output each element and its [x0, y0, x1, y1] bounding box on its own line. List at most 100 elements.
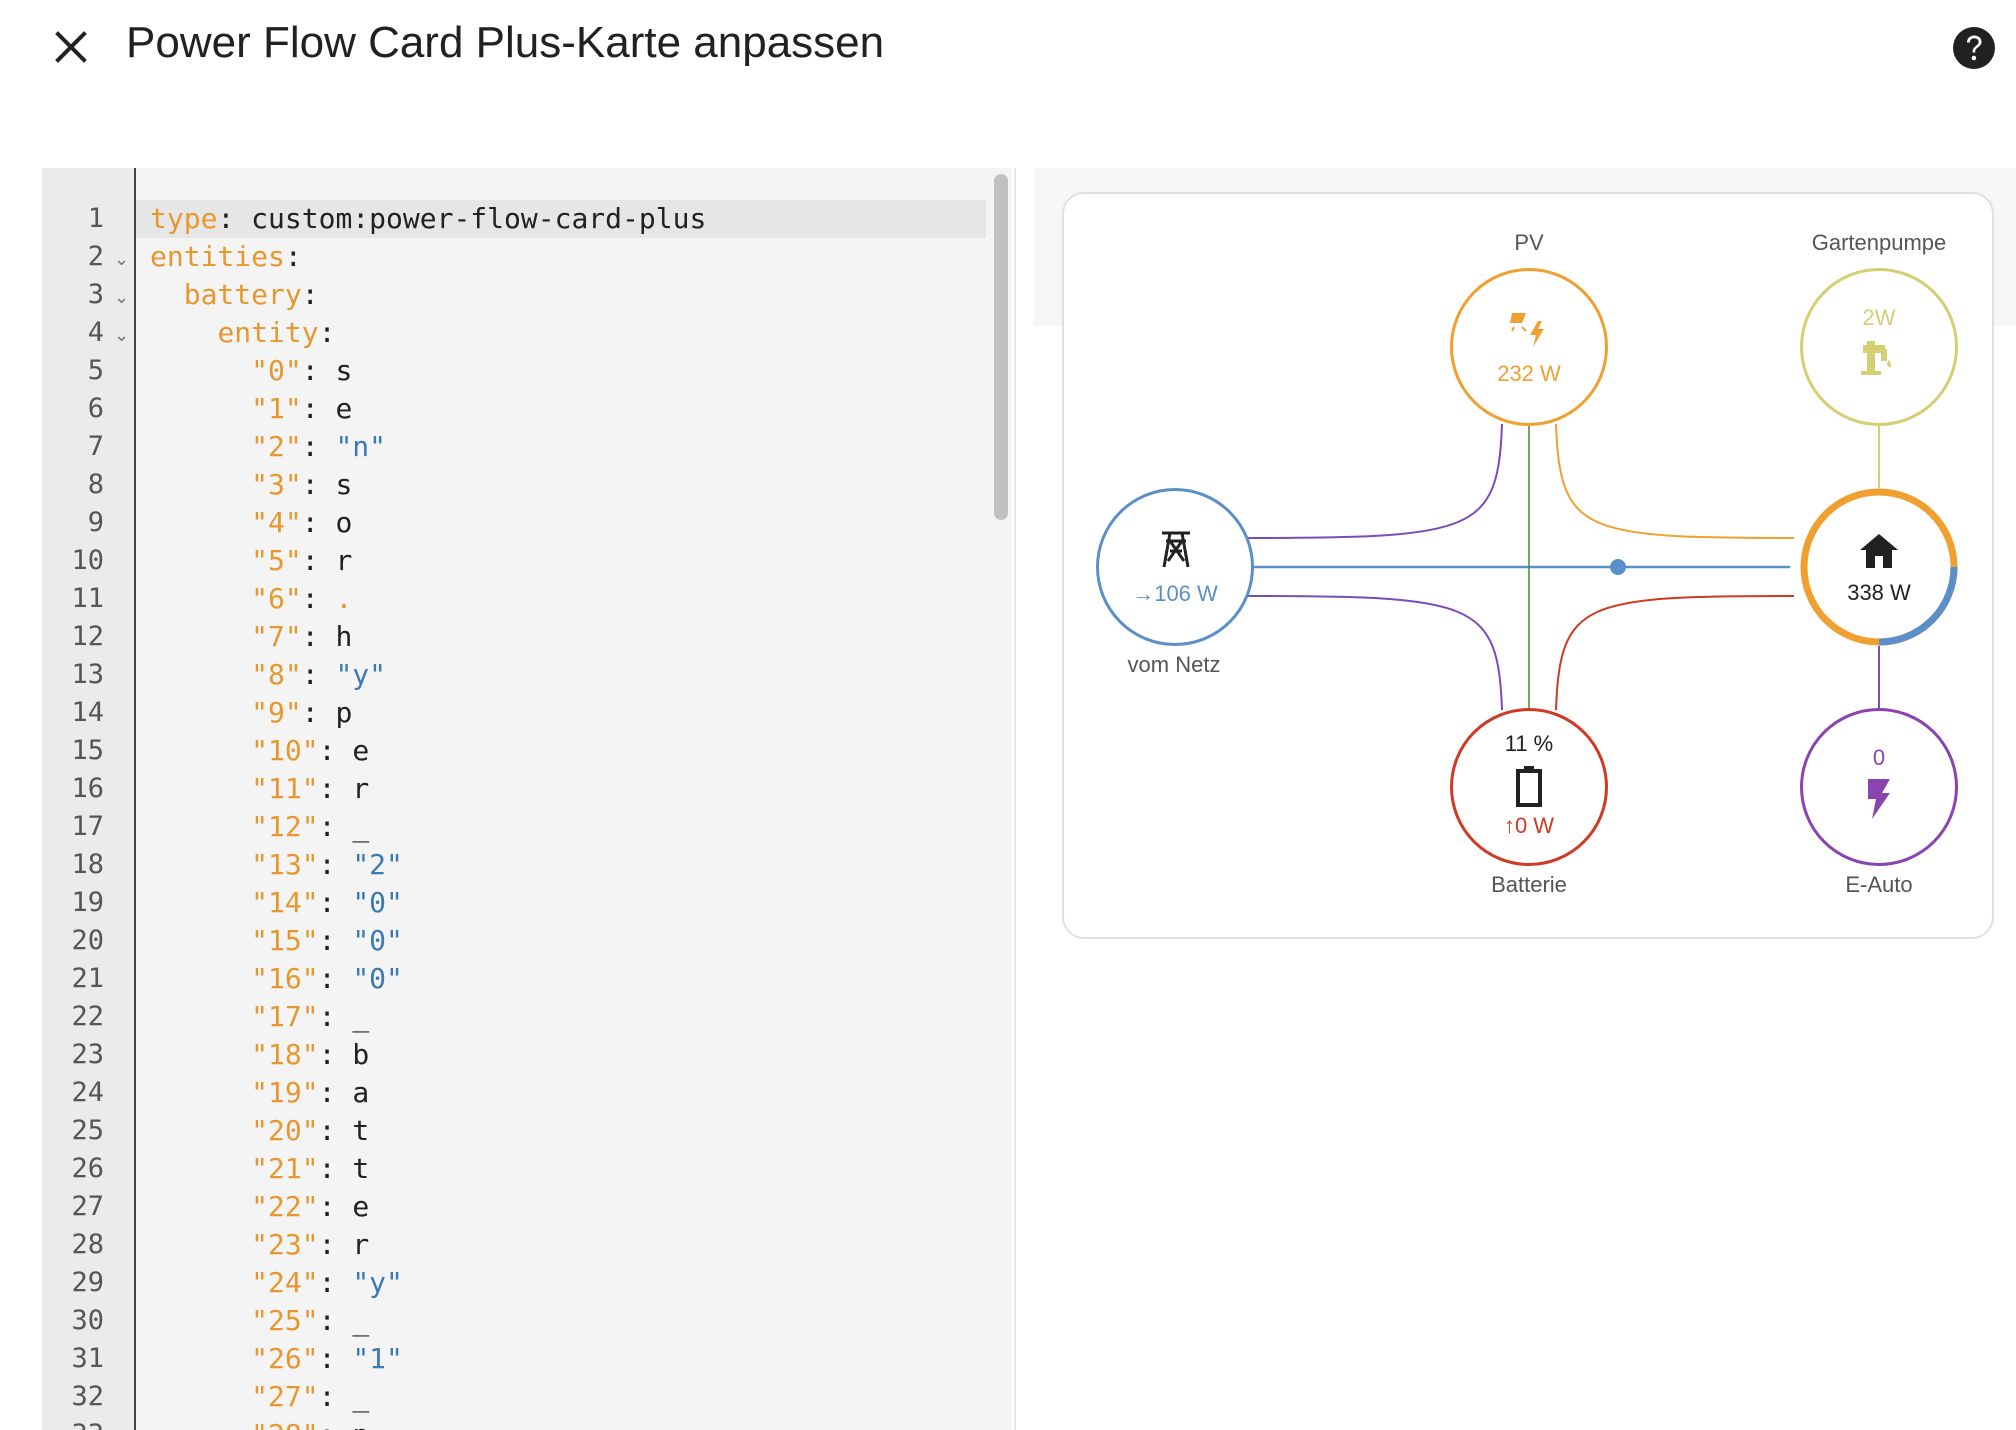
line-number: 1 [87, 203, 104, 234]
code-token [150, 1114, 251, 1147]
line-number: 25 [71, 1115, 104, 1146]
line-number: 29 [71, 1267, 104, 1298]
line-number: 7 [87, 431, 104, 462]
car-label: E-Auto [1845, 872, 1913, 897]
code-line[interactable]: "2": "n" [136, 428, 986, 466]
code-line[interactable]: "3": s [136, 466, 986, 504]
code-token [150, 924, 251, 957]
code-token: _ [352, 1304, 370, 1337]
code-line[interactable]: entities: [136, 238, 986, 276]
code-line[interactable]: "12": _ [136, 808, 986, 846]
code-line[interactable]: "11": r [136, 770, 986, 808]
code-line[interactable]: "16": "0" [136, 960, 986, 998]
battery-node[interactable]: 11 % ↑0 W [1450, 708, 1608, 866]
power-flow-card[interactable]: PV 232 W Gartenpumpe 2W →106 W vom Netz [1062, 192, 1994, 939]
code-line[interactable]: "14": "0" [136, 884, 986, 922]
code-line[interactable]: "18": b [136, 1036, 986, 1074]
code-line[interactable]: "19": a [136, 1074, 986, 1112]
code-token: "y" [335, 658, 387, 691]
line-number: 15 [71, 735, 104, 766]
code-line[interactable]: "21": t [136, 1150, 986, 1188]
code-token: : [318, 1266, 353, 1299]
home-value: 338 W [1847, 580, 1911, 605]
code-token: : [318, 1190, 353, 1223]
code-line[interactable]: "23": r [136, 1226, 986, 1264]
transmission-tower-icon [1162, 531, 1190, 568]
code-token: s [335, 354, 353, 387]
code-line[interactable]: "24": "y" [136, 1264, 986, 1302]
code-token: custom:power-flow-card-plus [251, 202, 707, 235]
line-number: 19 [71, 887, 104, 918]
code-line[interactable]: "4": o [136, 504, 986, 542]
code-token [150, 658, 251, 691]
code-line[interactable]: "10": e [136, 732, 986, 770]
code-token: _ [352, 810, 370, 843]
line-number: 8 [87, 469, 104, 500]
code-token [150, 1342, 251, 1375]
code-token: "1" [251, 392, 302, 425]
code-line[interactable]: "22": e [136, 1188, 986, 1226]
code-line[interactable]: "28": p [136, 1416, 986, 1430]
help-button[interactable] [1950, 24, 1998, 72]
code-line[interactable]: "17": _ [136, 998, 986, 1036]
code-line[interactable]: "20": t [136, 1112, 986, 1150]
code-token: : [318, 1038, 353, 1071]
code-line[interactable]: "15": "0" [136, 922, 986, 960]
code-token [150, 810, 251, 843]
code-token: t [352, 1152, 370, 1185]
code-token [150, 1304, 251, 1337]
line-number: 13 [71, 659, 104, 690]
code-token [150, 620, 251, 653]
code-line[interactable]: "1": e [136, 390, 986, 428]
home-node[interactable]: 338 W [1800, 488, 1958, 646]
code-token [150, 582, 251, 615]
code-line[interactable]: "26": "1" [136, 1340, 986, 1378]
close-button[interactable] [44, 20, 96, 72]
solar-label: PV [1514, 230, 1544, 255]
code-token: : [301, 468, 336, 501]
grid-node[interactable]: →106 W [1096, 488, 1254, 646]
code-token: : [318, 962, 353, 995]
code-line[interactable]: battery: [136, 276, 986, 314]
code-token: o [335, 506, 353, 539]
code-line[interactable]: "0": s [136, 352, 986, 390]
line-number: 3 [87, 279, 104, 310]
pump-node[interactable]: 2W [1800, 268, 1958, 426]
fold-toggle-icon[interactable]: ⌄ [114, 325, 130, 345]
code-token [150, 1266, 251, 1299]
code-line[interactable]: "27": _ [136, 1378, 986, 1416]
editor-scrollbar[interactable] [988, 168, 1012, 1430]
battery-label: Batterie [1491, 872, 1567, 897]
code-token [150, 848, 251, 881]
solar-value: 232 W [1497, 361, 1561, 386]
editor-scrollbar-thumb[interactable] [994, 174, 1008, 520]
code-token: "10" [251, 734, 319, 767]
code-line[interactable]: "5": r [136, 542, 986, 580]
car-node[interactable]: 0 [1800, 708, 1958, 866]
fold-toggle-icon[interactable]: ⌄ [114, 287, 130, 307]
code-line[interactable]: "7": h [136, 618, 986, 656]
code-token: "2" [251, 430, 302, 463]
code-token [150, 544, 251, 577]
code-line[interactable]: "9": p [136, 694, 986, 732]
line-number: 14 [71, 697, 104, 728]
code-token: "15" [251, 924, 319, 957]
code-token: : [318, 316, 336, 349]
code-line[interactable]: "6": . [136, 580, 986, 618]
fold-toggle-icon[interactable]: ⌄ [114, 249, 130, 269]
solar-node[interactable]: 232 W [1450, 268, 1608, 426]
code-line[interactable]: entity: [136, 314, 986, 352]
code-token [150, 354, 251, 387]
code-line[interactable]: type: custom:power-flow-card-plus [136, 200, 986, 238]
code-token: entity [217, 316, 319, 349]
code-token [150, 962, 251, 995]
code-token: "23" [251, 1228, 319, 1261]
line-number: 10 [71, 545, 104, 576]
code-line[interactable]: "8": "y" [136, 656, 986, 694]
code-line[interactable]: "25": _ [136, 1302, 986, 1340]
line-number: 4 [87, 317, 104, 348]
code-line[interactable]: "13": "2" [136, 846, 986, 884]
panel-divider [1014, 168, 1016, 1430]
